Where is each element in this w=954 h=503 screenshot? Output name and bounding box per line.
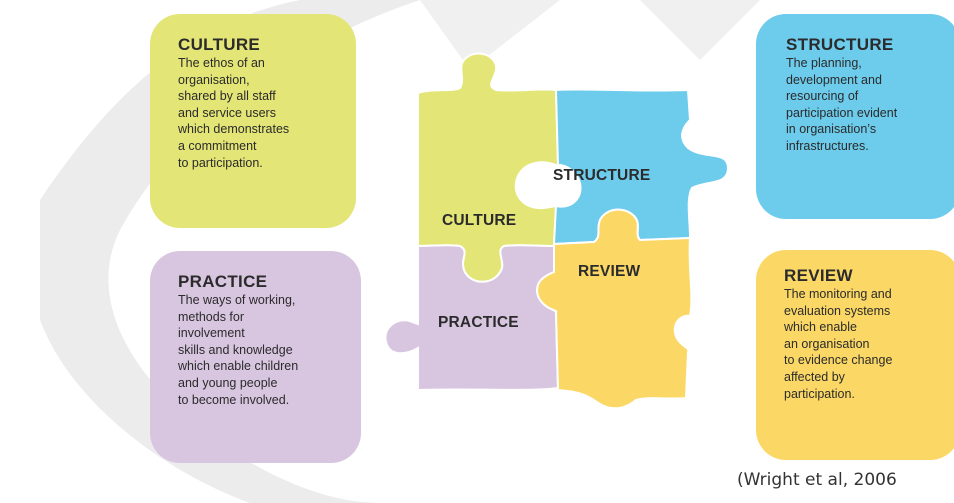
puzzle-label-culture: CULTURE bbox=[442, 212, 516, 229]
puzzle-label-review: REVIEW bbox=[578, 263, 641, 280]
puzzle-label-practice: PRACTICE bbox=[438, 314, 519, 331]
puzzle-label-structure: STRUCTURE bbox=[553, 167, 650, 184]
culture-card-title: CULTURE bbox=[178, 35, 261, 54]
puzzle-diagram: STRUCTURE CULTURE REVIEW PRACTICE bbox=[384, 52, 730, 410]
review-card-description: The monitoring and evaluation systems wh… bbox=[784, 287, 893, 401]
structure-card-title: STRUCTURE bbox=[786, 35, 894, 54]
culture-card: CULTURE The ethos of an organisation, sh… bbox=[150, 14, 356, 228]
puzzle-piece-review bbox=[536, 208, 693, 410]
review-card-title: REVIEW bbox=[784, 266, 853, 285]
practice-card-description: The ways of working, methods for involve… bbox=[178, 293, 299, 407]
structure-card-description: The planning, development and resourcing… bbox=[786, 56, 898, 153]
structure-card: STRUCTURE The planning, development and … bbox=[756, 14, 954, 219]
review-card: REVIEW The monitoring and evaluation sys… bbox=[756, 250, 954, 460]
practice-card: PRACTICE The ways of working, methods fo… bbox=[150, 251, 361, 463]
culture-card-description: The ethos of an organisation, shared by … bbox=[178, 56, 290, 170]
citation: (Wright et al, 2006 bbox=[737, 470, 897, 490]
practice-card-title: PRACTICE bbox=[178, 272, 268, 291]
